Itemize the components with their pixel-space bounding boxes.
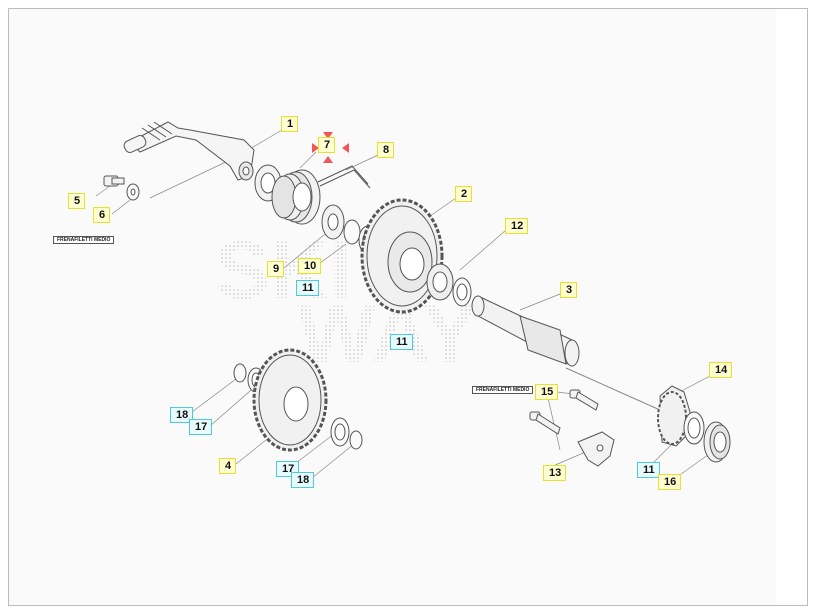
callout-11-center[interactable]: 11 (390, 334, 413, 350)
callout-14[interactable]: 14 (709, 362, 733, 378)
callout-10[interactable]: 10 (298, 258, 322, 274)
callout-8[interactable]: 8 (377, 142, 395, 158)
kickstart-lever (123, 121, 255, 181)
callout-15[interactable]: 15 (535, 384, 559, 400)
callout-9[interactable]: 9 (267, 261, 285, 277)
shaft-3 (471, 295, 661, 411)
callout-4[interactable]: 4 (219, 458, 237, 474)
gear-4-group (233, 348, 363, 452)
callout-11-right[interactable]: 11 (637, 462, 660, 478)
bolt-and-washer (103, 175, 140, 201)
threadlocker-note-left: FRENAFILETTI MEDIO (53, 236, 115, 244)
callout-5[interactable]: 5 (68, 193, 86, 209)
callout-7[interactable]: 7 (318, 137, 336, 153)
callout-6[interactable]: 6 (93, 207, 111, 223)
callout-13[interactable]: 13 (543, 465, 567, 481)
callout-16[interactable]: 16 (658, 474, 682, 490)
callout-17-left[interactable]: 17 (189, 419, 213, 435)
callout-12[interactable]: 12 (505, 218, 529, 234)
ratchet-13-and-bolts (529, 389, 615, 467)
callout-11-upper[interactable]: 11 (296, 280, 319, 296)
callout-18-left[interactable]: 18 (170, 407, 194, 423)
callout-2[interactable]: 2 (455, 186, 473, 202)
threadlocker-note-right: FRENAFILETTI MEDIO (472, 386, 534, 394)
gear-14-group (657, 385, 731, 463)
bearing-12 (426, 263, 472, 307)
callout-18-bottom[interactable]: 18 (291, 472, 315, 488)
callout-3[interactable]: 3 (560, 282, 578, 298)
right-margin-strip (776, 9, 807, 605)
gear-2 (360, 198, 444, 314)
selection-move-arrows (312, 132, 349, 163)
callout-1[interactable]: 1 (281, 116, 299, 132)
